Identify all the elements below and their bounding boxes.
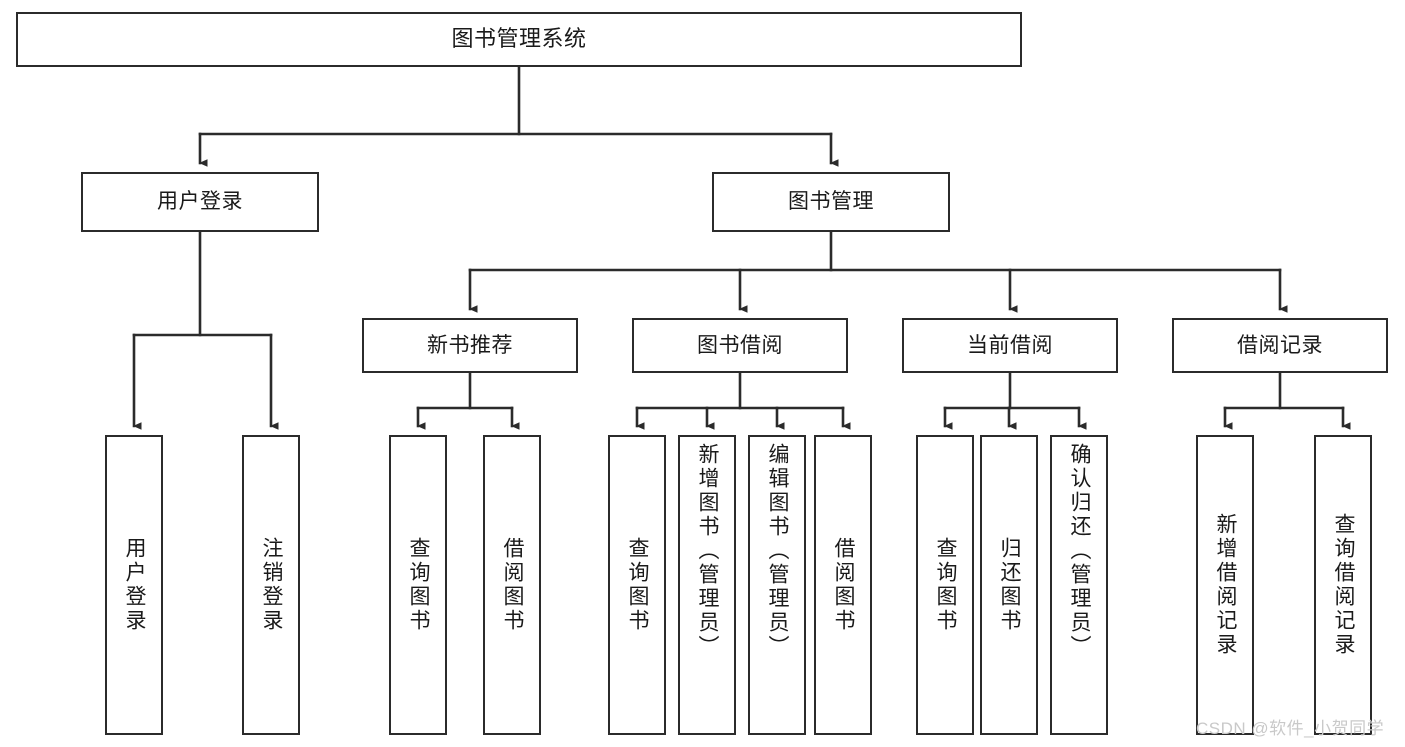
node-leaf-return-book[interactable]: 归还图书	[980, 435, 1038, 735]
node-leaf-query-book-1[interactable]: 查询图书	[389, 435, 447, 735]
node-label: 注销登录	[260, 537, 284, 633]
node-label: 新增借阅记录	[1214, 513, 1238, 657]
node-label: 查询图书	[626, 537, 650, 633]
node-label: 归还图书	[998, 537, 1022, 633]
node-current-borrow[interactable]: 当前借阅	[902, 318, 1118, 373]
node-leaf-logout[interactable]: 注销登录	[242, 435, 300, 735]
node-leaf-edit-book[interactable]: 编辑图书（管理员）	[748, 435, 806, 735]
node-label: 用户登录	[123, 537, 147, 633]
node-label: 图书管理	[788, 190, 874, 214]
node-label: 借阅图书	[501, 537, 525, 633]
node-leaf-user-login[interactable]: 用户登录	[105, 435, 163, 735]
node-label: 新增图书（管理员）	[696, 443, 720, 659]
node-label: 新书推荐	[427, 333, 513, 357]
node-user-login[interactable]: 用户登录	[81, 172, 319, 232]
node-book-borrow[interactable]: 图书借阅	[632, 318, 848, 373]
node-leaf-borrow-book-1[interactable]: 借阅图书	[483, 435, 541, 735]
node-leaf-add-book[interactable]: 新增图书（管理员）	[678, 435, 736, 735]
node-leaf-query-book-3[interactable]: 查询图书	[916, 435, 974, 735]
node-leaf-confirm-return[interactable]: 确认归还（管理员）	[1050, 435, 1108, 735]
node-label: 用户登录	[157, 190, 243, 214]
node-book-manage[interactable]: 图书管理	[712, 172, 950, 232]
node-label: 借阅记录	[1237, 333, 1323, 357]
node-root-图书管理系统[interactable]: 图书管理系统	[16, 12, 1022, 67]
node-label: 查询图书	[407, 537, 431, 633]
node-label: 借阅图书	[832, 537, 856, 633]
node-label: 查询借阅记录	[1332, 513, 1356, 657]
node-borrow-record[interactable]: 借阅记录	[1172, 318, 1388, 373]
node-leaf-query-book-2[interactable]: 查询图书	[608, 435, 666, 735]
node-label: 图书管理系统	[451, 26, 587, 52]
node-label: 查询图书	[934, 537, 958, 633]
node-leaf-borrow-book-2[interactable]: 借阅图书	[814, 435, 872, 735]
node-label: 图书借阅	[697, 333, 783, 357]
node-label: 确认归还（管理员）	[1068, 443, 1092, 659]
node-leaf-add-record[interactable]: 新增借阅记录	[1196, 435, 1254, 735]
node-new-book-recommend[interactable]: 新书推荐	[362, 318, 578, 373]
node-label: 当前借阅	[967, 333, 1053, 357]
node-label: 编辑图书（管理员）	[766, 443, 790, 659]
node-leaf-query-record[interactable]: 查询借阅记录	[1314, 435, 1372, 735]
